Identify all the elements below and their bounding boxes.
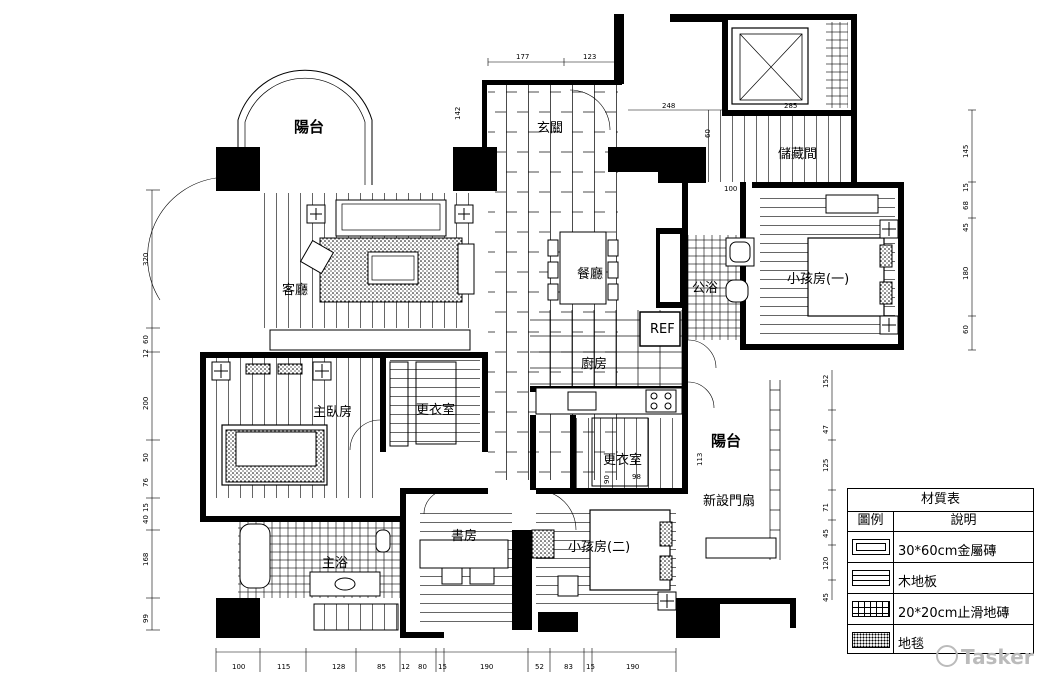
dim-label: 68 — [962, 201, 970, 210]
dim-label: 90 — [603, 475, 611, 484]
room-label-closet-2: 更衣室 — [603, 453, 643, 468]
dim-label: 15 — [962, 183, 970, 192]
dim-label: 115 — [277, 663, 291, 671]
dim-label: 40 — [142, 515, 150, 524]
room-label-master-bath: 主浴 — [322, 556, 349, 571]
dim-label: 12 — [401, 663, 410, 671]
legend-swatch-carpet — [852, 632, 890, 648]
dim-label: 99 — [142, 614, 150, 623]
dim-label: 113 — [696, 452, 704, 466]
dim-label: 60 — [962, 325, 970, 334]
legend-col-desc: 說明 — [894, 511, 1033, 532]
room-label-new-door: 新設門扇 — [703, 494, 756, 509]
dim-label: 177 — [516, 53, 530, 61]
room-label-closet-1: 更衣室 — [416, 403, 456, 418]
legend-row: 20*20cm止滑地磚 — [848, 594, 1033, 625]
dim-label: 248 — [662, 102, 676, 110]
dim-label: 52 — [535, 663, 544, 671]
dim-label: 123 — [583, 53, 597, 61]
dim-label: 142 — [454, 106, 462, 120]
dim-label: 128 — [332, 663, 346, 671]
dim-label: 83 — [564, 663, 573, 671]
dim-label: 12 — [142, 349, 150, 358]
legend-swatch-wood-floor — [852, 570, 890, 586]
legend-row: 30*60cm金屬磚 — [848, 532, 1033, 563]
legend-col-symbol: 圖例 — [848, 511, 893, 532]
room-label-entrance: 玄關 — [537, 121, 564, 136]
dim-label: 168 — [142, 552, 150, 566]
dim-label: 45 — [822, 529, 830, 538]
legend-desc: 30*60cm金屬磚 — [898, 544, 997, 559]
dim-label: 200 — [142, 396, 150, 410]
room-label-kid-room-2: 小孩房(二) — [568, 540, 631, 555]
dim-label: 15 — [586, 663, 595, 671]
dim-label: 320 — [142, 252, 150, 266]
dim-label: 71 — [822, 503, 830, 512]
dim-label: 190 — [480, 663, 494, 671]
dim-label: 60 — [142, 335, 150, 344]
dim-label: 50 — [142, 453, 150, 462]
dim-label: 15 — [142, 503, 150, 512]
dim-label: 152 — [822, 374, 830, 388]
legend-desc: 木地板 — [898, 575, 938, 590]
room-label-living: 客廳 — [282, 283, 309, 298]
legend-row: 木地板 — [848, 563, 1033, 594]
room-label-study: 書房 — [451, 529, 478, 544]
legend-desc: 20*20cm止滑地磚 — [898, 606, 1010, 621]
legend-swatch-tile-30x60 — [852, 539, 890, 555]
room-label-public-bath: 公浴 — [692, 281, 719, 296]
dim-label: 285 — [784, 102, 798, 110]
room-label-storage: 儲藏間 — [778, 147, 818, 162]
dim-label: 45 — [822, 593, 830, 602]
watermark-text: Tasker — [961, 645, 1034, 669]
dim-label: 145 — [962, 144, 970, 158]
room-label-ref: REF — [650, 322, 675, 337]
room-label-balcony-right: 陽台 — [711, 432, 742, 450]
tasker-logo-icon — [936, 645, 958, 667]
dim-label: 190 — [626, 663, 640, 671]
material-legend: 材質表 圖例 說明 30*60cm金屬磚 木地板 20*20cm止滑地磚 地毯 — [847, 488, 1034, 654]
room-label-balcony-top: 陽台 — [294, 118, 325, 136]
room-label-kitchen: 廚房 — [581, 357, 608, 372]
dim-label: 85 — [377, 663, 386, 671]
dim-label: 100 — [232, 663, 246, 671]
dim-label: 47 — [822, 425, 830, 434]
legend-title: 材質表 — [848, 489, 1033, 512]
dim-label: 100 — [724, 185, 738, 193]
dim-label: 60 — [704, 129, 712, 138]
legend-swatch-tile-20x20 — [852, 601, 890, 617]
legend-desc: 地毯 — [898, 637, 925, 652]
dim-label: 80 — [418, 663, 427, 671]
dim-label: 45 — [962, 223, 970, 232]
watermark: Tasker — [936, 645, 1034, 669]
dim-label: 15 — [438, 663, 447, 671]
room-label-master-bedroom: 主臥房 — [313, 405, 353, 420]
dim-label: 120 — [822, 556, 830, 570]
room-label-dining: 餐廳 — [577, 267, 604, 282]
legend-row: 地毯 — [848, 625, 1033, 655]
room-label-kid-room-1: 小孩房(一) — [787, 272, 850, 287]
dim-label: 180 — [962, 266, 970, 280]
dim-label: 125 — [822, 458, 830, 472]
dim-label: 76 — [142, 478, 150, 487]
dim-label: 98 — [632, 473, 641, 481]
